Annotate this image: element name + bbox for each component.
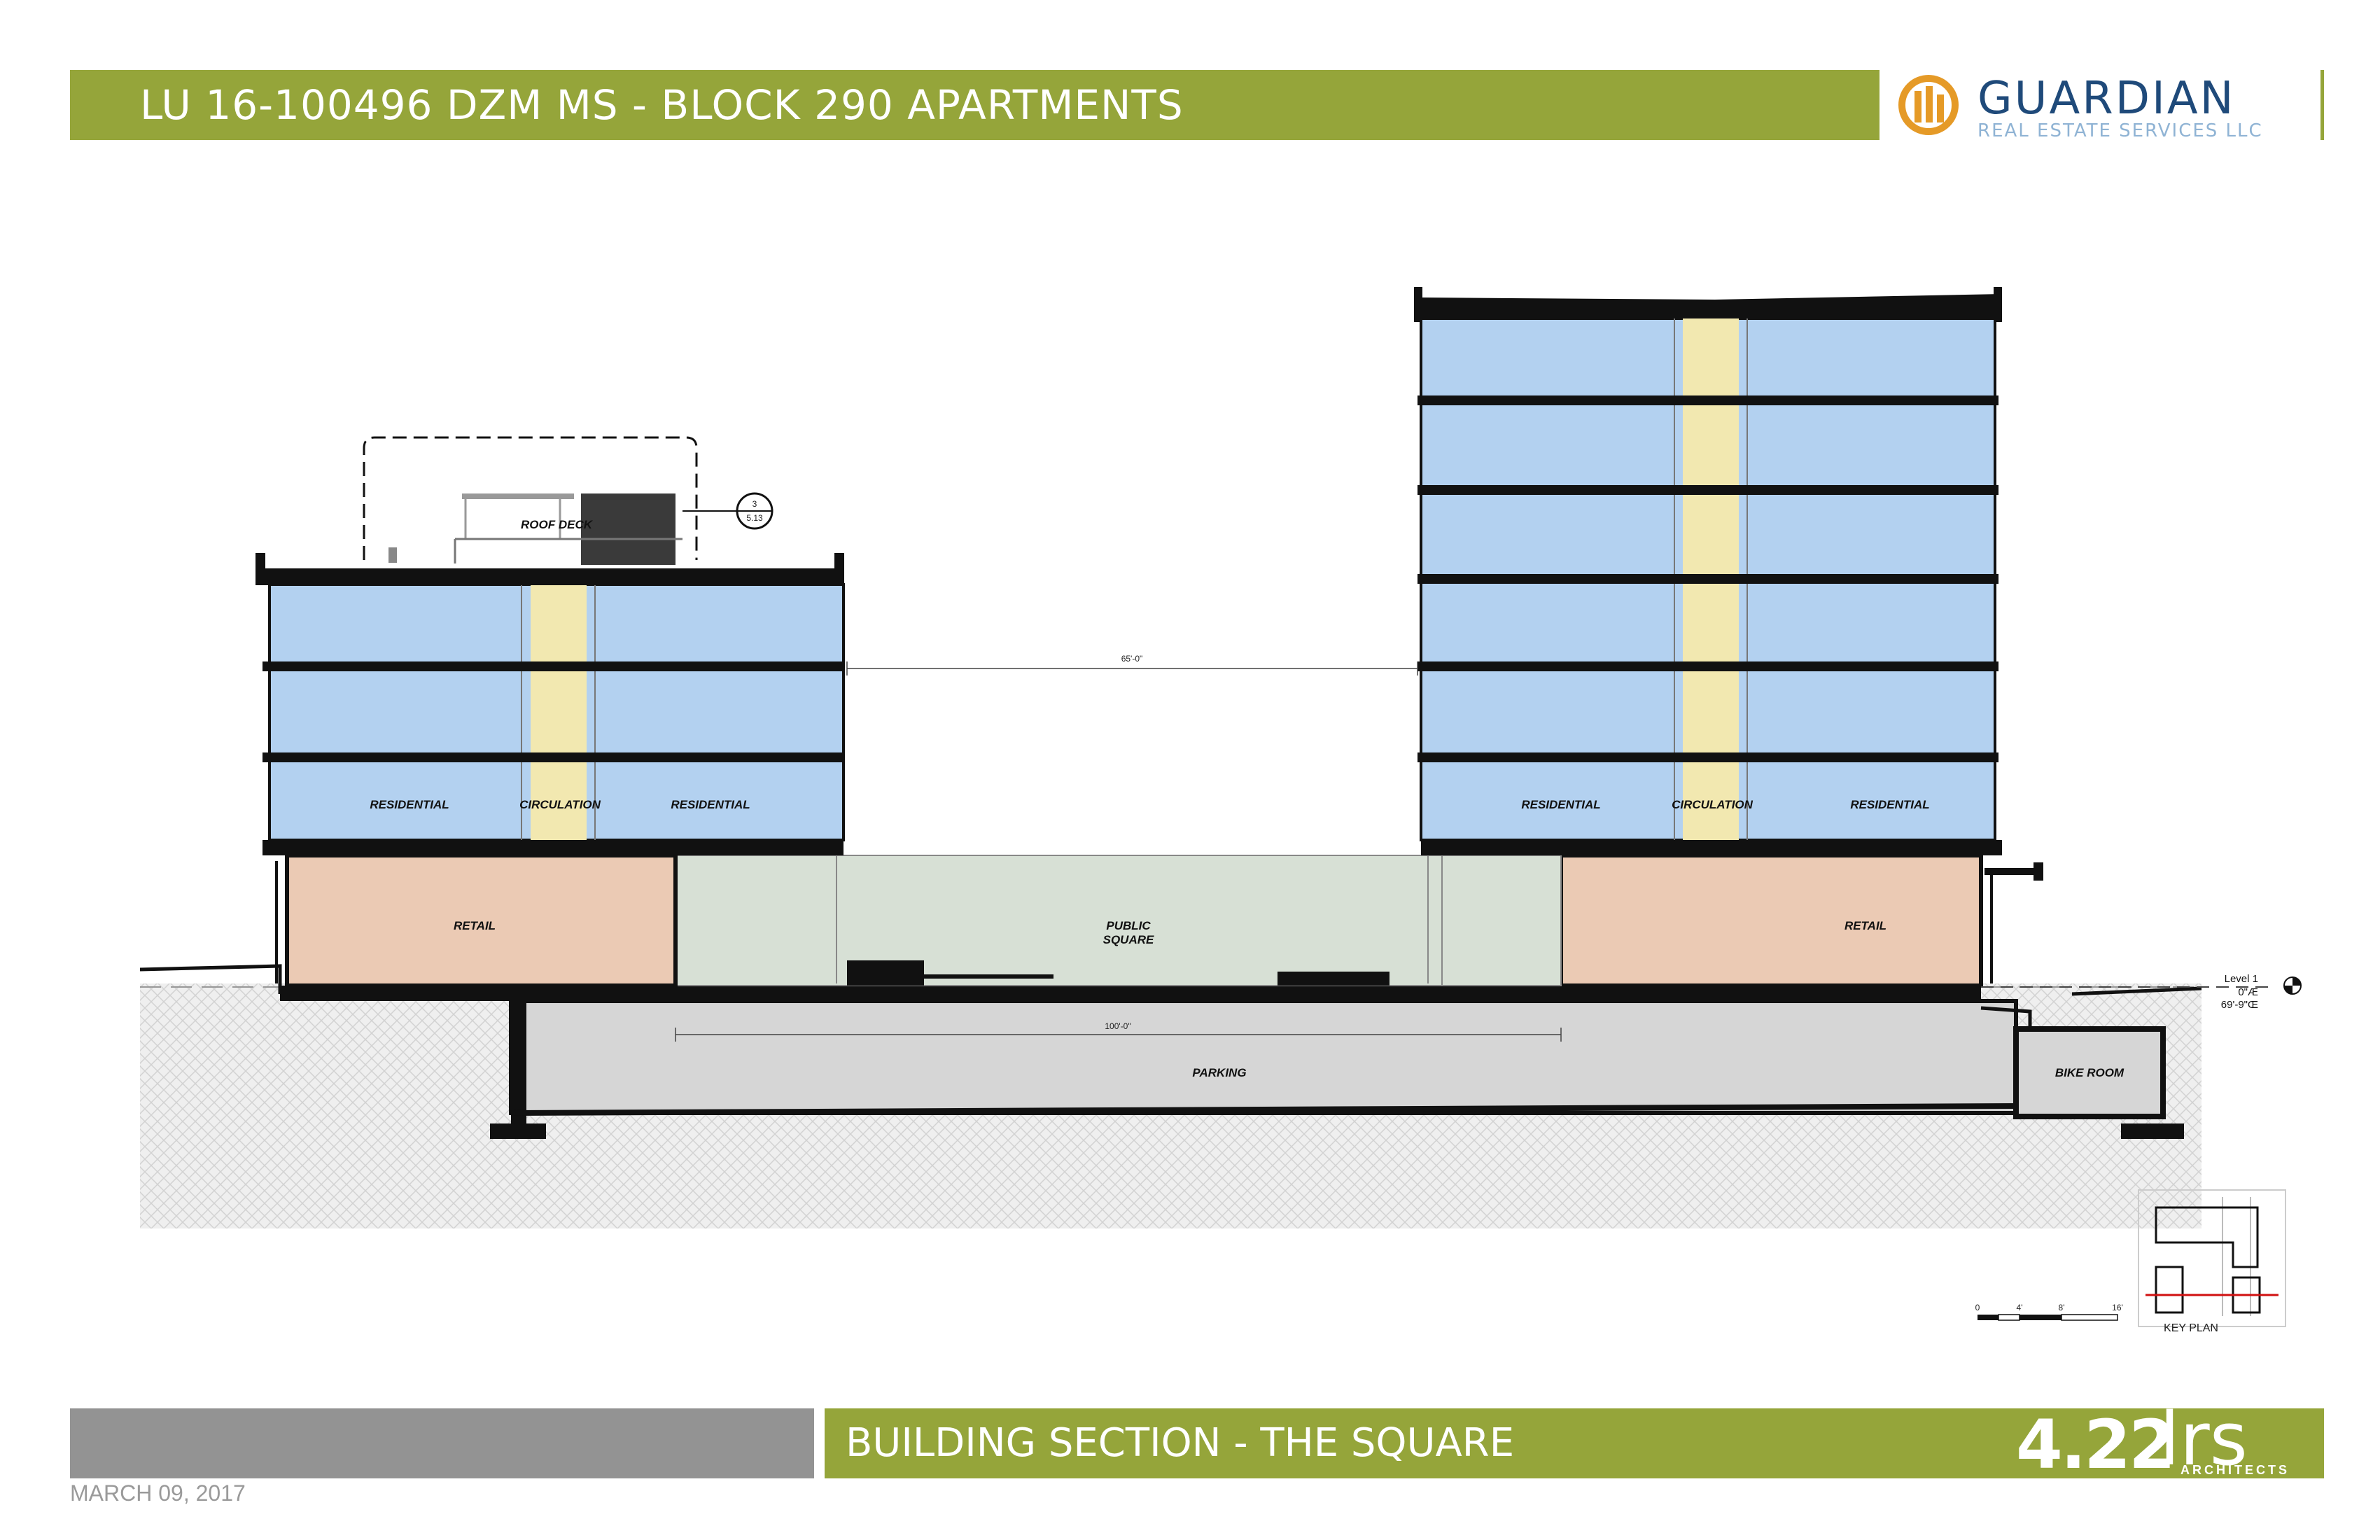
public-square-label-1: PUBLIC [1106,919,1151,932]
lrs-logo: lrs [2160,1396,2248,1482]
roof-deck-label: ROOF DECK [521,518,594,531]
public-square-label-2: SQUARE [1103,933,1154,946]
sheet-title: BUILDING SECTION - THE SQUARE [846,1420,1515,1466]
footer-green-bar [825,1408,2324,1478]
detail-callout-sheet: 5.13 [746,513,763,523]
dimension-lower: 100'-0" [1105,1021,1130,1031]
scale-tick-2: 8' [2059,1303,2065,1312]
lrs-subtitle: ARCHITECTS [2180,1463,2290,1477]
level-1-line1: 0"Æ [2238,986,2258,998]
parking-label: PARKING [1192,1066,1246,1079]
left-residential-label-1: RESIDENTIAL [370,798,449,811]
logo-name: GUARDIAN [1977,73,2236,125]
level-1-name: Level 1 [2225,973,2258,985]
right-residential-label-1: RESIDENTIAL [1521,798,1600,811]
detail-callout-number: 3 [752,499,757,509]
project-title: LU 16-100496 DZM MS - BLOCK 290 APARTMEN… [140,81,1184,129]
left-circulation-label: CIRCULATION [519,798,601,811]
guardian-logo-icon [1898,75,1959,135]
left-residential-label-2: RESIDENTIAL [671,798,750,811]
right-residential-label-2: RESIDENTIAL [1850,798,1929,811]
level-1-line2: 69'-9"Œ [2221,999,2258,1011]
sheet-number: 4.22 [2016,1406,2176,1484]
issue-date: MARCH 09, 2017 [70,1480,246,1506]
dimension-upper: 65'-0" [1121,654,1143,664]
left-circulation-core [531,584,587,840]
right-circulation-label: CIRCULATION [1672,798,1754,811]
left-retail [285,853,678,988]
bike-room-label: BIKE ROOM [2055,1066,2124,1079]
key-plan-label: KEY PLAN [2164,1322,2218,1334]
bike-room [2013,1026,2166,1119]
right-retail [1559,853,1983,988]
scale-tick-1: 4' [2017,1303,2023,1312]
scale-tick-0: 0 [1975,1303,1980,1312]
logo-subtitle: REAL ESTATE SERVICES LLC [1977,120,2263,141]
guardian-logo: GUARDIAN REAL ESTATE SERVICES LLC [1879,70,2320,141]
parking-area [509,999,2018,1115]
right-retail-label: RETAIL [1844,919,1886,932]
footer-grey-bar [70,1408,814,1478]
scale-bar: 0 4' 8' 16' [1975,1303,2123,1321]
scale-tick-3: 16' [2112,1303,2123,1312]
key-plan: KEY PLAN [2138,1189,2286,1334]
left-retail-label: RETAIL [454,919,496,932]
